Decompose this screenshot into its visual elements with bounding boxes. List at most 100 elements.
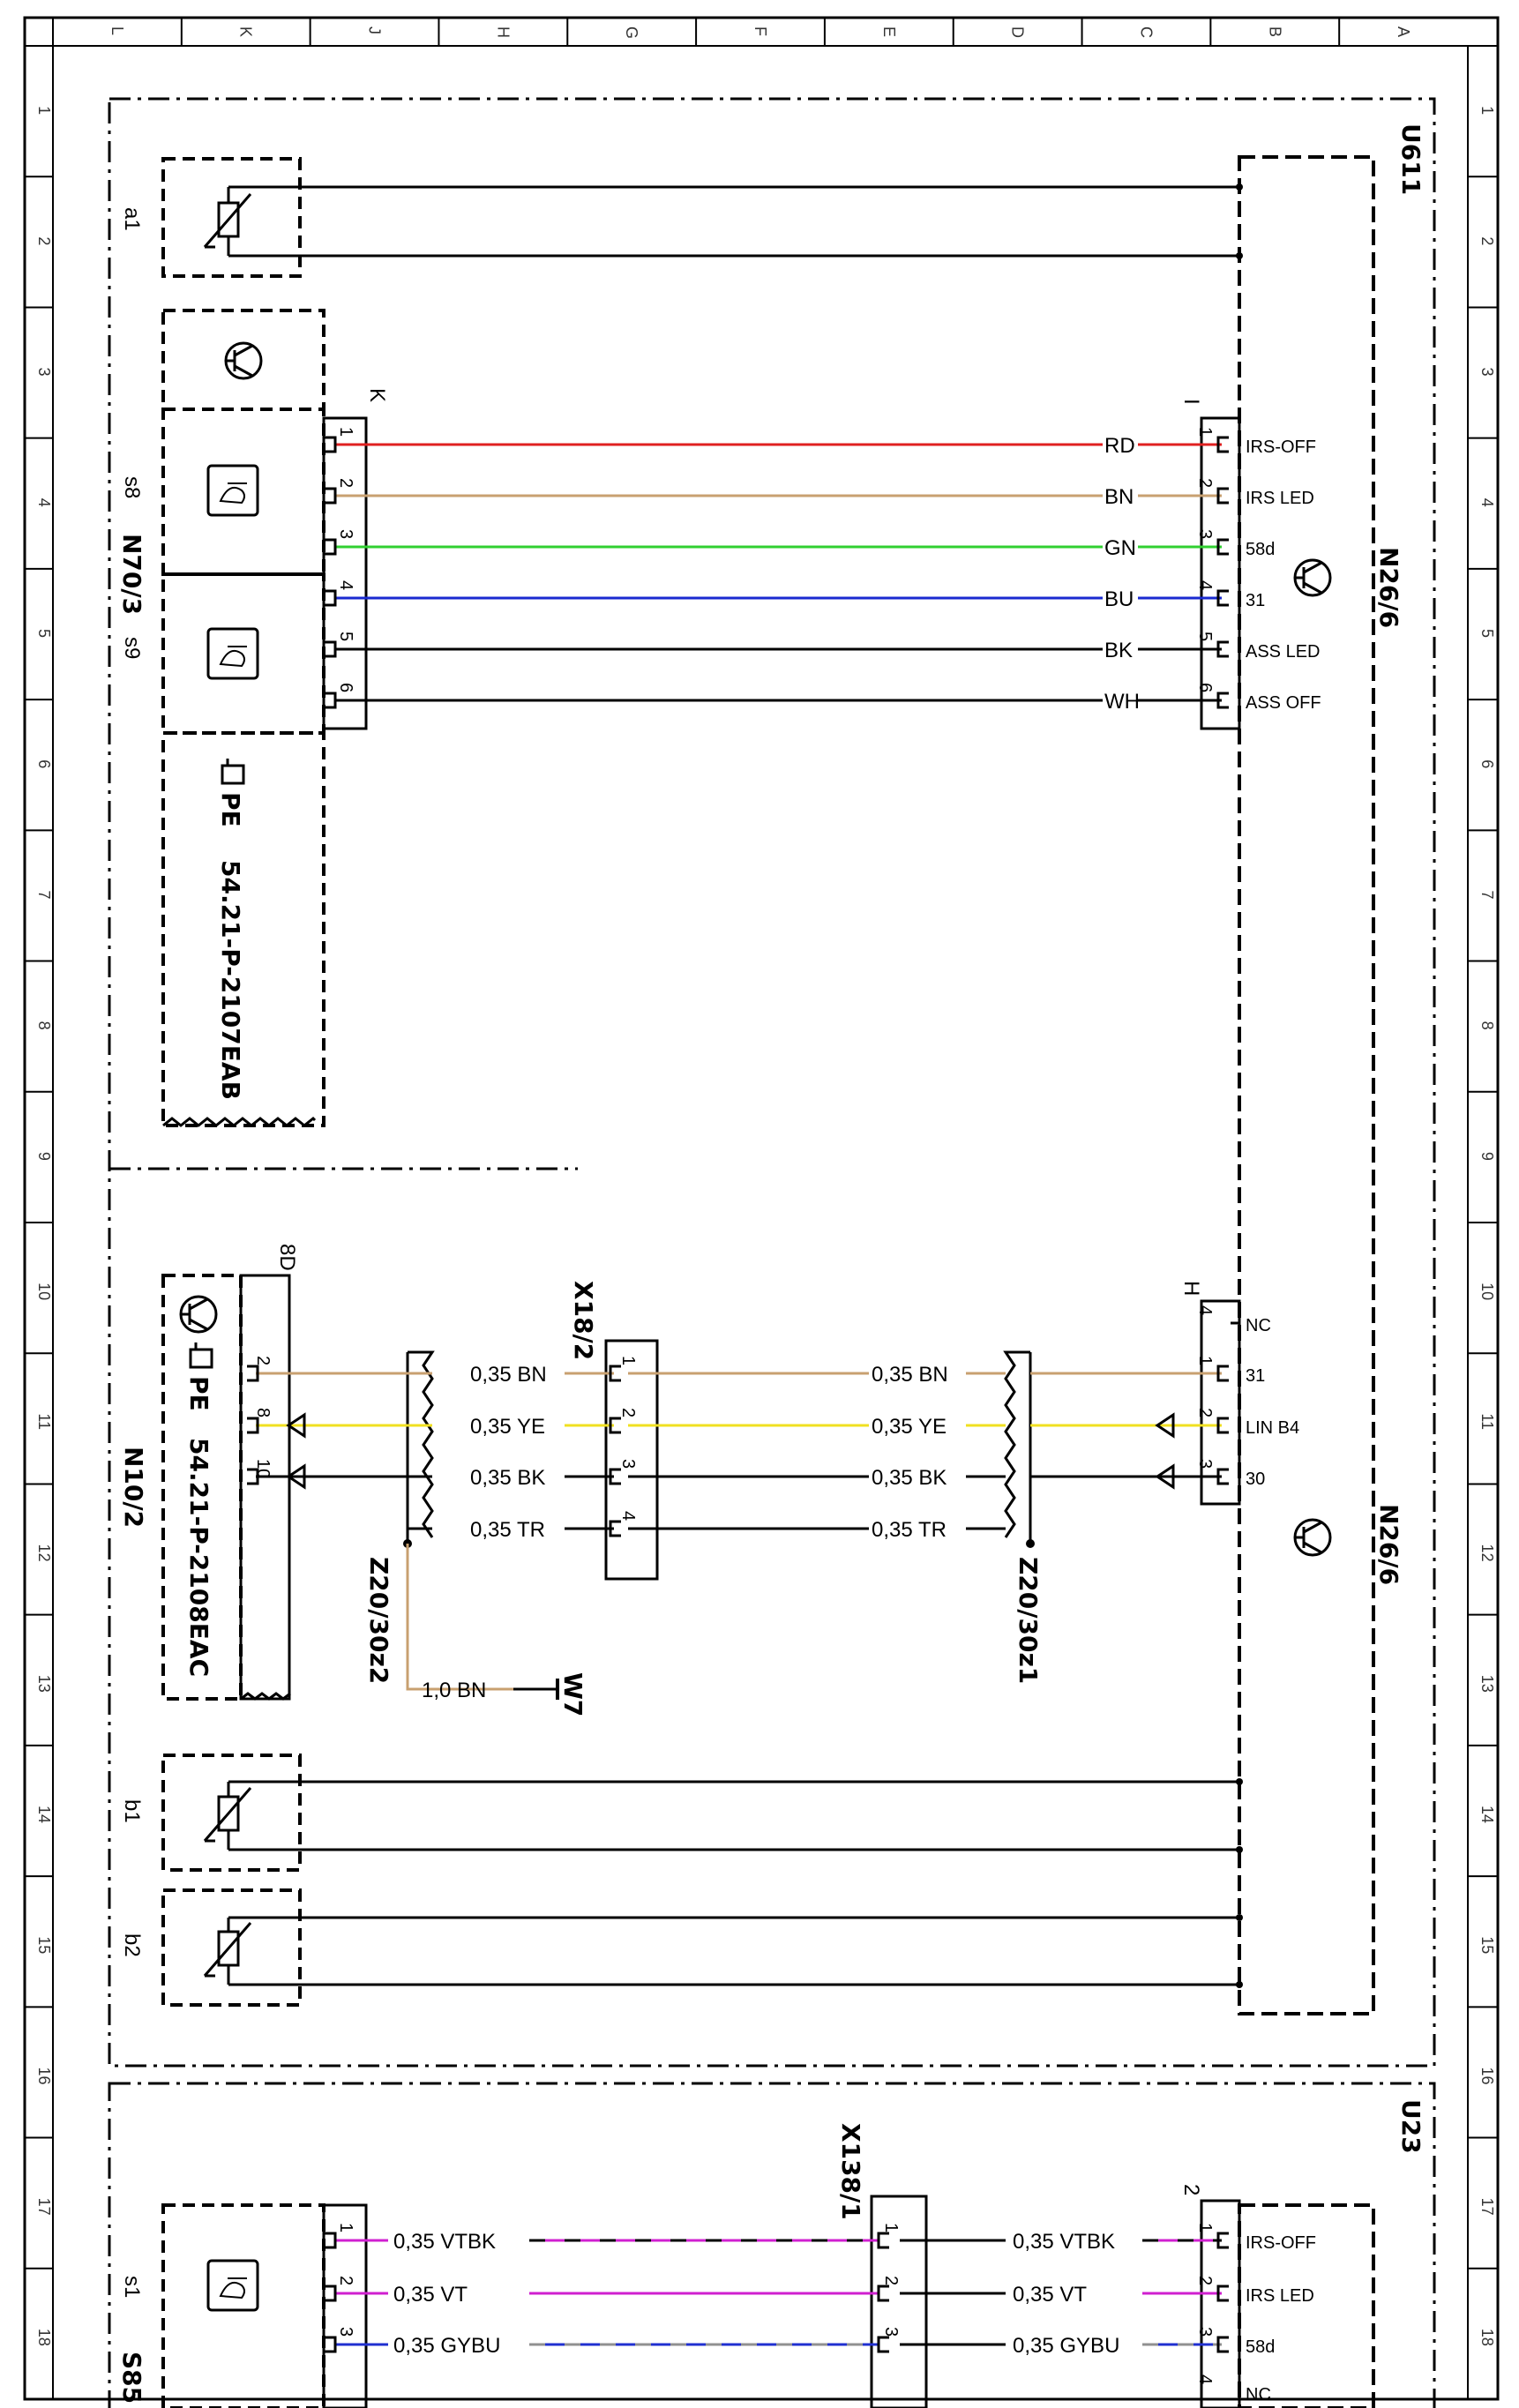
junction-dot xyxy=(1236,1846,1243,1853)
connector-2 xyxy=(1200,2199,1241,2408)
pin-number: 6 xyxy=(336,683,355,692)
grid-row-label: 17 xyxy=(1478,2198,1496,2216)
grid-row-label: 7 xyxy=(35,890,53,899)
grid-row-label: 9 xyxy=(35,1152,53,1161)
grid-row-label: 13 xyxy=(35,1675,53,1693)
wire-label: 0,35 VTBK xyxy=(1013,2230,1115,2254)
n10-2-ref-prefix: PE xyxy=(184,1376,213,1411)
wire-label: 0,35 TR xyxy=(872,1518,947,1542)
grid-column-label: B xyxy=(1266,26,1283,37)
grid-row-label: 6 xyxy=(1478,759,1496,768)
grid-row-label: 9 xyxy=(1478,1152,1496,1161)
grid-row-label: 5 xyxy=(1478,629,1496,638)
potentiometer-icon xyxy=(203,187,252,256)
pin-number: 3 xyxy=(1195,1459,1215,1469)
pin-terminal xyxy=(1216,1417,1229,1434)
b1-label: b1 xyxy=(120,1799,144,1823)
connector-k-label: K xyxy=(365,388,389,402)
connector-s85 xyxy=(322,2203,368,2408)
grid-row-label: 18 xyxy=(1478,2329,1496,2346)
pin-terminal xyxy=(609,1520,621,1537)
pin-number: 6 xyxy=(1195,683,1215,692)
pin-terminal xyxy=(325,487,337,505)
wire-color-label: GN xyxy=(1104,536,1136,560)
z20-30z1-splice xyxy=(1003,1350,1032,1544)
wire-label: 0,35 VT xyxy=(1013,2283,1087,2307)
pin-terminal xyxy=(1216,1365,1229,1382)
pin-terminal xyxy=(1216,2285,1229,2302)
break-line xyxy=(162,1116,317,1127)
pin-number: 2 xyxy=(253,1356,273,1365)
b1-wire xyxy=(228,1780,1239,1851)
n10-2-label: N10/2 xyxy=(119,1447,148,1528)
pin-number: 1 xyxy=(1195,427,1215,437)
pin-name: 31 xyxy=(1246,591,1265,610)
connector-h xyxy=(1200,1299,1241,1506)
grid-column-label: D xyxy=(1009,26,1027,38)
n70-3-transistor-box xyxy=(161,309,326,411)
pin-terminal xyxy=(325,640,337,658)
pin-number: 3 xyxy=(618,1459,638,1469)
wire-label: 0,35 TR xyxy=(470,1518,545,1542)
pin-name: LIN B4 xyxy=(1246,1418,1299,1438)
grid-row-label: 2 xyxy=(35,236,53,245)
pin-number: 5 xyxy=(336,632,355,641)
pin-number: 2 xyxy=(881,2276,901,2285)
wire-color-label: BU xyxy=(1104,587,1134,611)
grid-column-label: K xyxy=(237,26,255,37)
grid-row-label: 12 xyxy=(35,1544,53,1562)
pin-number: 1 xyxy=(881,2223,901,2232)
wire-color-label: BN xyxy=(1104,485,1134,509)
n26-6-box xyxy=(1238,155,1375,2015)
a1-label: a1 xyxy=(120,207,144,231)
section-u611-border xyxy=(108,97,1436,2068)
grid-row-label: 4 xyxy=(1478,498,1496,507)
pin-name: IRS-OFF xyxy=(1246,2233,1316,2253)
grid-row-label: 14 xyxy=(1478,1806,1496,1823)
wire-label: 0,35 YE xyxy=(872,1415,947,1439)
pin-number: 4 xyxy=(618,1511,638,1521)
wire-label: 0,35 BN xyxy=(470,1363,547,1387)
pin-number: 2 xyxy=(1195,478,1215,488)
grid-row-label: 14 xyxy=(35,1806,53,1823)
pin-name: 58d xyxy=(1246,540,1275,559)
s85-label: S85 xyxy=(117,2352,146,2404)
s9-switch-box xyxy=(161,572,326,735)
pin-terminal xyxy=(325,589,337,607)
pin-name: NC xyxy=(1246,2385,1271,2404)
b1-box xyxy=(161,1754,302,1872)
grid-column-label: H xyxy=(494,26,512,38)
grid-row-label: 4 xyxy=(35,498,53,507)
pin-terminal xyxy=(325,2232,337,2249)
pin-name: IRS LED xyxy=(1246,489,1314,508)
pin-number: 1 xyxy=(336,427,355,437)
grid-row-label: 10 xyxy=(35,1283,53,1300)
z20-30z2-splice xyxy=(406,1350,435,1544)
grid-row-label: 17 xyxy=(35,2198,53,2216)
switch-off-icon xyxy=(206,627,259,680)
pin-name: 58d xyxy=(1246,2337,1275,2357)
z20-30z1-label: Z20/30z1 xyxy=(1014,1557,1043,1684)
pin-name: ASS LED xyxy=(1246,642,1320,662)
w7-label: W7 xyxy=(558,1672,587,1716)
grid-column-label: J xyxy=(366,26,384,34)
pin-number: 2 xyxy=(1195,2276,1215,2285)
pin-terminal xyxy=(1216,692,1229,709)
wire-label: 0,35 BN xyxy=(872,1363,948,1387)
pin-number: 2 xyxy=(336,2276,355,2285)
connector-2-label: 2 xyxy=(1179,2184,1203,2195)
transistor-icon xyxy=(224,341,263,380)
pin-number: 3 xyxy=(336,2327,355,2337)
pin-number: 5 xyxy=(1195,632,1215,641)
n70-3-ref-box xyxy=(161,731,326,1127)
grid-row-label: 16 xyxy=(35,2067,53,2084)
switch-off-icon xyxy=(206,464,259,517)
pin-terminal xyxy=(609,1468,621,1485)
s9-label: s9 xyxy=(120,637,144,659)
transistor-icon xyxy=(1293,1518,1332,1557)
signal-arrow-icon xyxy=(286,1463,306,1490)
hand-pointer-icon xyxy=(189,1342,213,1369)
pin-terminal xyxy=(1216,589,1229,607)
wire-color-label: RD xyxy=(1104,434,1135,458)
